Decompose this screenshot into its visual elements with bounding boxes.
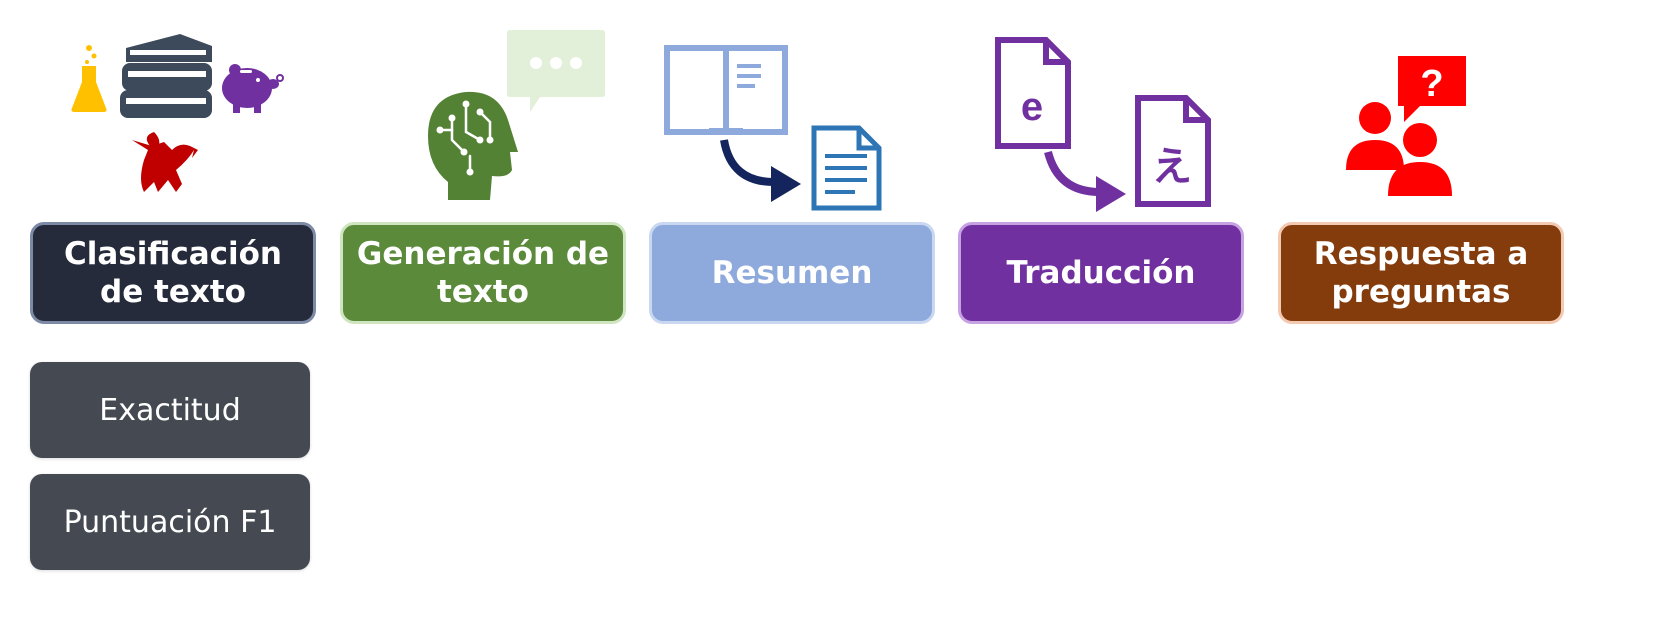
- translation-icons: e え: [958, 0, 1244, 215]
- speech-bubble-icon: [507, 30, 605, 112]
- task-label-translation: Traducción: [958, 222, 1244, 324]
- brain-head-icon: [428, 91, 518, 200]
- task-label-summarization: Resumen: [649, 222, 935, 324]
- task-label-qa: Respuesta a preguntas: [1278, 222, 1564, 324]
- metric-label: Puntuación F1: [63, 504, 277, 540]
- arrow-icon: [1044, 150, 1126, 212]
- generation-icons: [340, 0, 626, 215]
- summarization-icons: [649, 0, 935, 215]
- metric-label: Exactitud: [99, 392, 241, 428]
- task-translation: e え Traducción: [958, 0, 1244, 330]
- document-e-icon: e: [995, 37, 1071, 149]
- task-label-text: Clasificación de texto: [63, 236, 282, 310]
- people-icon: [1346, 102, 1452, 196]
- arrow-icon: [720, 139, 801, 202]
- document-icon: [811, 125, 882, 211]
- metric-f1-score: Puntuación F1: [30, 474, 310, 570]
- qa-icons: ?: [1278, 0, 1564, 215]
- metric-accuracy: Exactitud: [30, 362, 310, 458]
- open-book-icon: [664, 45, 788, 135]
- target-glyph: え: [1152, 144, 1192, 190]
- piggy-bank-icon: [222, 64, 284, 113]
- task-label-classification: Clasificación de texto: [30, 222, 316, 324]
- task-label-text: Generación de texto: [356, 236, 610, 310]
- task-generation: Generación de texto: [340, 0, 626, 330]
- flask-icon: [71, 45, 107, 112]
- task-qa: ? Respuesta a preguntas: [1278, 0, 1564, 330]
- source-glyph: e: [1021, 85, 1043, 129]
- task-classification: Clasificación de texto: [30, 0, 316, 330]
- document-foreign-icon: え: [1135, 95, 1211, 207]
- svg-text:?: ?: [1420, 63, 1443, 105]
- classification-icons: [30, 0, 316, 215]
- task-label-text: Resumen: [711, 255, 873, 291]
- dragon-icon: [132, 132, 198, 192]
- task-summarization: Resumen: [649, 0, 935, 330]
- question-bubble-icon: ?: [1398, 56, 1466, 122]
- task-label-text: Respuesta a preguntas: [1313, 236, 1529, 310]
- task-label-text: Traducción: [1006, 255, 1196, 291]
- task-label-generation: Generación de texto: [340, 222, 626, 324]
- books-icon: [120, 34, 212, 118]
